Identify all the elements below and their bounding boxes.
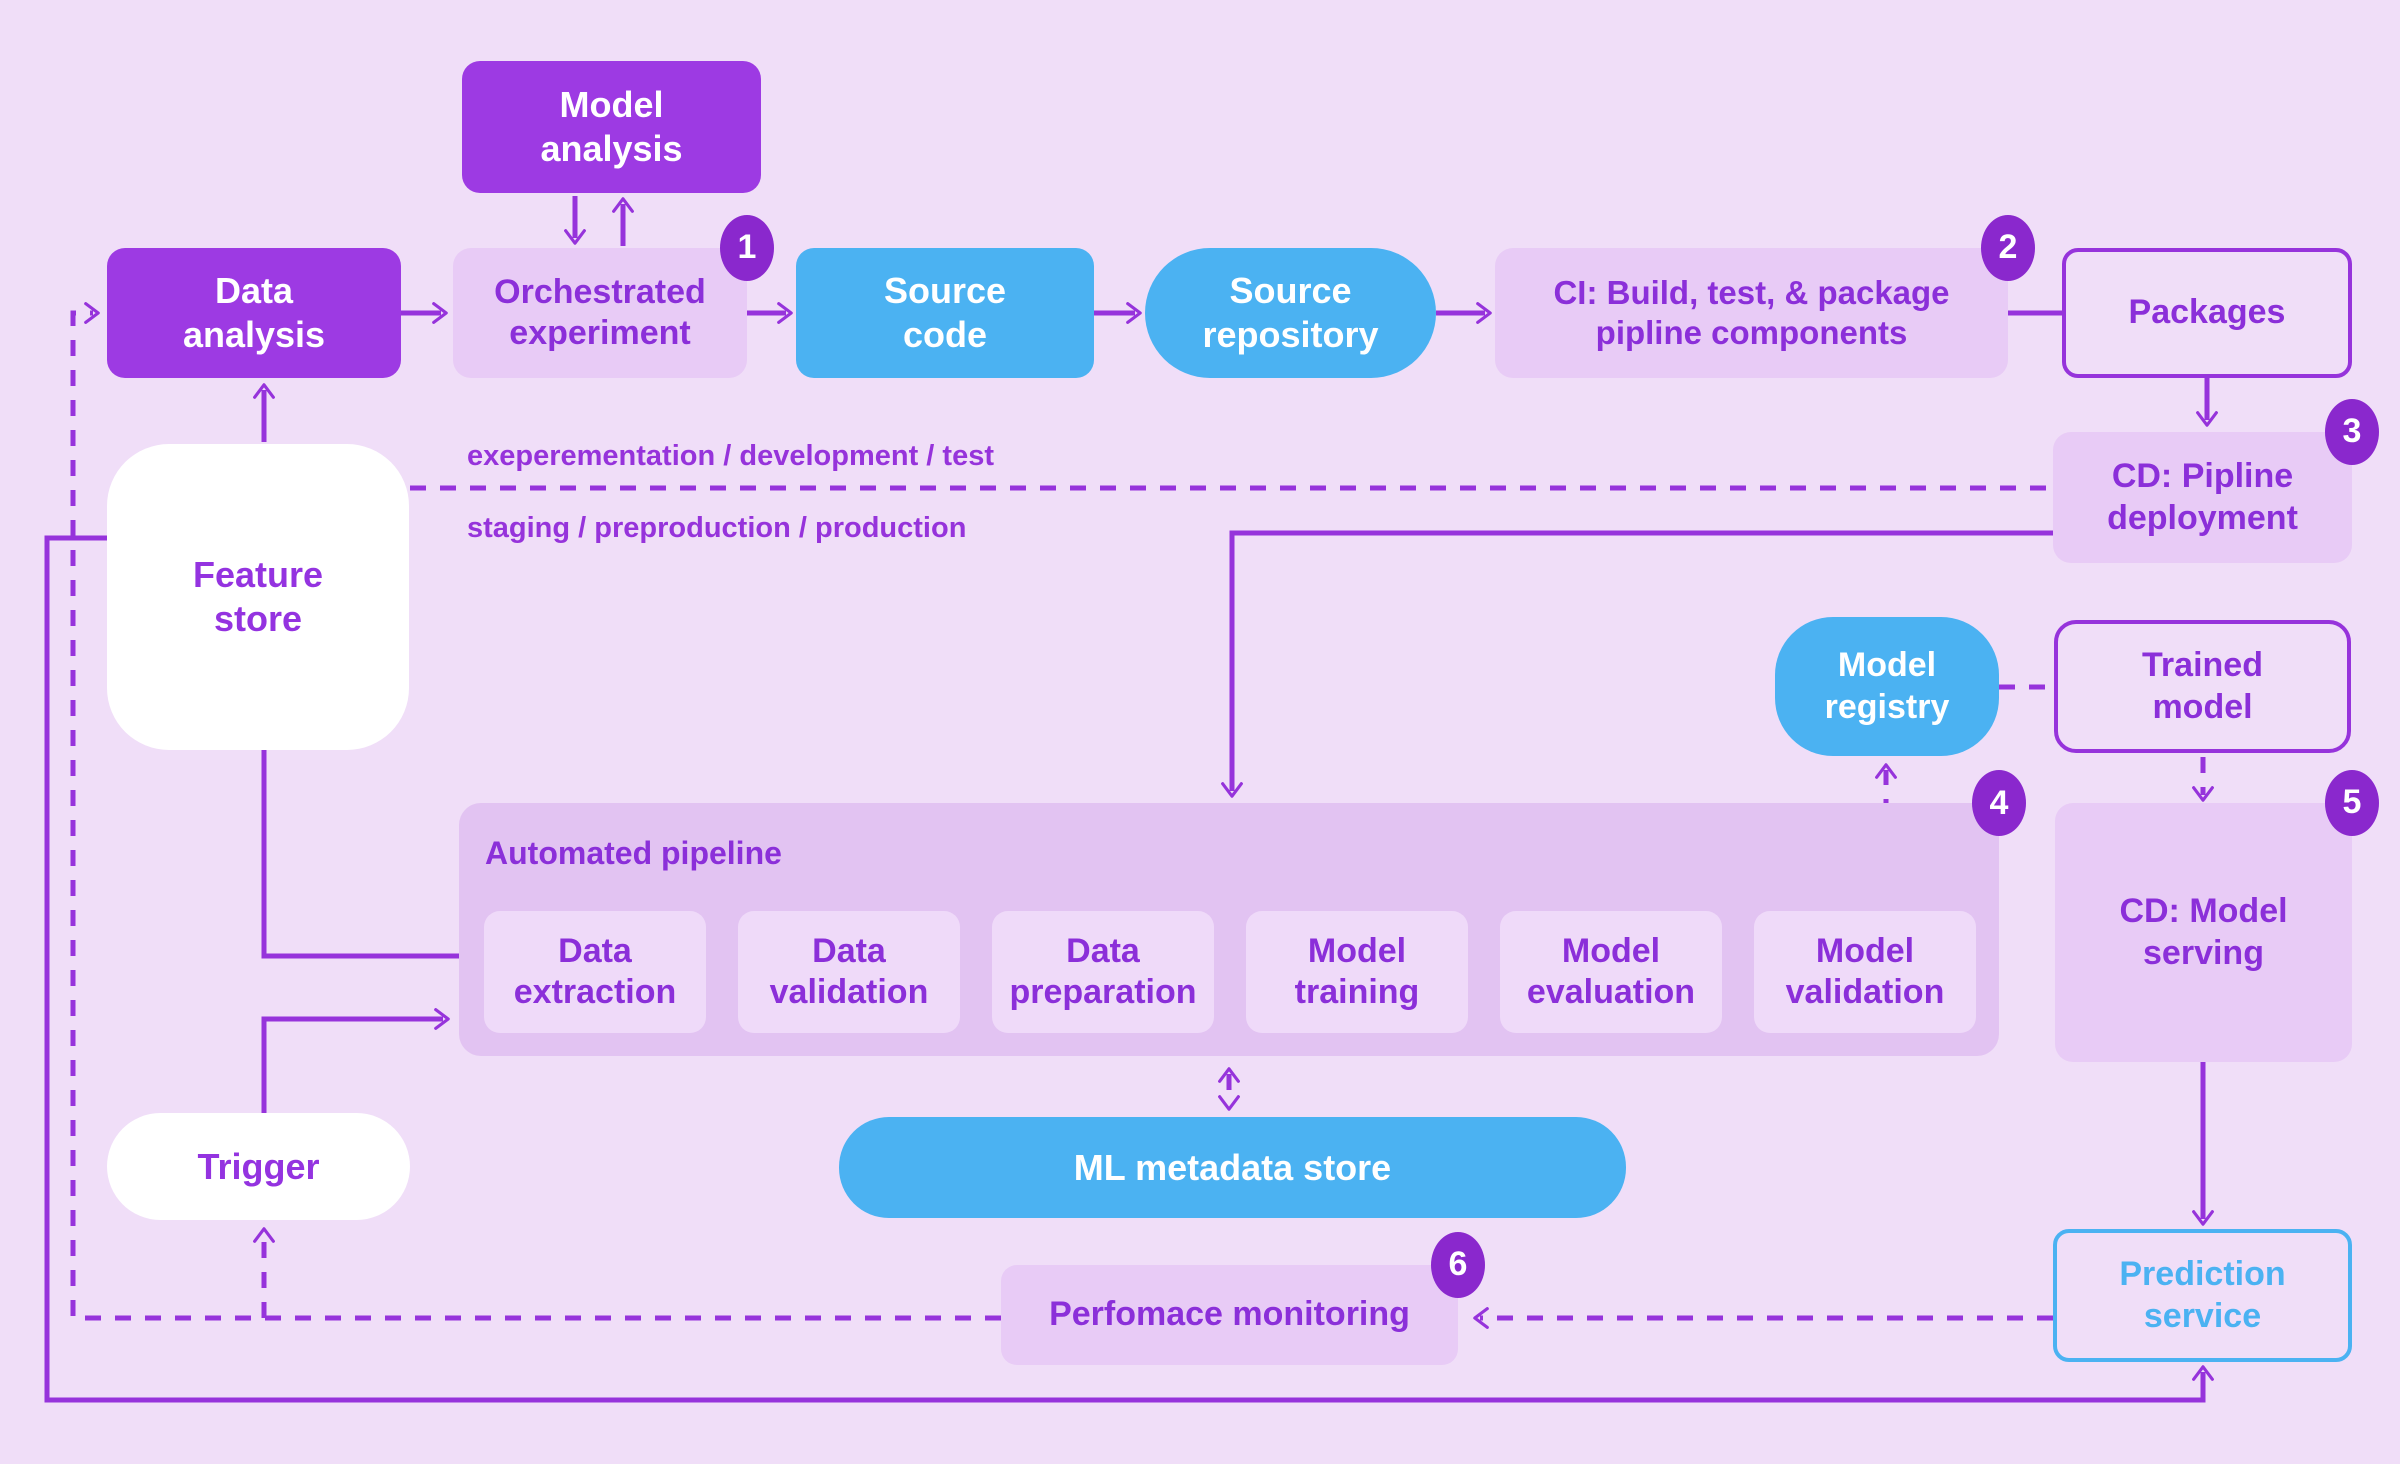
step-data-preparation: Data preparation — [992, 911, 1214, 1033]
node-cd-model-serving-label: CD: Model serving — [2119, 892, 2288, 972]
node-ci-build-label: CI: Build, test, & package pipline compo… — [1553, 273, 1950, 351]
node-orchestrated-experiment-label: Orchestrated experiment — [494, 272, 706, 352]
node-ml-metadata-store: ML metadata store — [839, 1117, 1626, 1218]
label-staging-environment: staging / preproduction / production — [467, 512, 967, 544]
node-source-code-label: Source code — [883, 270, 1007, 355]
edge-trigger-to-pipeline — [261, 1008, 450, 1113]
node-prediction-service-label: Prediction service — [2119, 1255, 2286, 1335]
edge-feature-store-to-data-extraction — [261, 750, 481, 967]
node-model-analysis: Model analysis — [462, 61, 761, 193]
step-model-evaluation-label: Model evaluation — [1526, 931, 1696, 1011]
node-feature-store-label: Feature store — [192, 554, 324, 639]
node-performance-monitoring: 6 Perfomace monitoring — [1001, 1232, 1485, 1365]
node-prediction-service: Prediction service — [2053, 1229, 2352, 1362]
node-feature-store: Feature store — [107, 444, 409, 750]
node-trained-model-label: Trained model — [2142, 646, 2263, 726]
badge-3: 3 — [2325, 399, 2379, 465]
label-experimentation-environment: exeperementation / development / test — [467, 440, 994, 472]
step-data-validation: Data validation — [738, 911, 960, 1033]
node-packages-label: Packages — [2128, 293, 2286, 332]
step-data-validation-label: Data validation — [769, 931, 929, 1011]
step-data-extraction-label: Data extraction — [513, 931, 677, 1011]
node-trigger: Trigger — [107, 1113, 410, 1220]
badge-4: 4 — [1972, 770, 2026, 836]
step-data-preparation-label: Data preparation — [1009, 931, 1197, 1011]
node-model-registry: Model registry — [1775, 617, 1999, 756]
badge-5: 5 — [2325, 770, 2379, 836]
badge-2: 2 — [1981, 215, 2035, 281]
step-data-extraction: Data extraction — [484, 911, 706, 1033]
node-data-analysis-label: Data analysis — [182, 270, 326, 355]
node-trained-model: Trained model — [2054, 620, 2351, 753]
step-model-training: Model training — [1246, 911, 1468, 1033]
node-performance-monitoring-label: Perfomace monitoring — [1049, 1295, 1410, 1334]
node-source-code: Source code — [796, 248, 1094, 378]
automated-pipeline-container: 4 Automated pipeline Data extraction Dat… — [459, 770, 2026, 1056]
node-packages: Packages — [2062, 248, 2352, 378]
node-trigger-label: Trigger — [197, 1145, 320, 1187]
node-source-repository-label: Source repository — [1202, 270, 1379, 355]
automated-pipeline-label: Automated pipeline — [485, 835, 782, 871]
badge-6: 6 — [1431, 1232, 1485, 1298]
step-model-training-label: Model training — [1294, 931, 1420, 1011]
step-model-validation-label: Model validation — [1785, 931, 1945, 1011]
node-source-repository: Source repository — [1145, 248, 1436, 378]
node-cd-model-serving: 5 CD: Model serving — [2055, 770, 2379, 1062]
node-cd-pipeline-deployment: 3 CD: Pipline deployment — [2053, 399, 2379, 563]
node-orchestrated-experiment: 1 Orchestrated experiment — [453, 215, 774, 378]
node-model-analysis-label: Model analysis — [540, 84, 683, 169]
node-model-registry-label: Model registry — [1824, 646, 1950, 726]
node-ml-metadata-store-label: ML metadata store — [1073, 1146, 1392, 1188]
step-model-evaluation: Model evaluation — [1500, 911, 1722, 1033]
node-cd-pipeline-deployment-label: CD: Pipline deployment — [2107, 457, 2298, 537]
step-model-validation: Model validation — [1754, 911, 1976, 1033]
badge-1: 1 — [720, 215, 774, 281]
node-data-analysis: Data analysis — [107, 248, 401, 378]
node-ci-build: 2 CI: Build, test, & package pipline com… — [1495, 215, 2035, 378]
